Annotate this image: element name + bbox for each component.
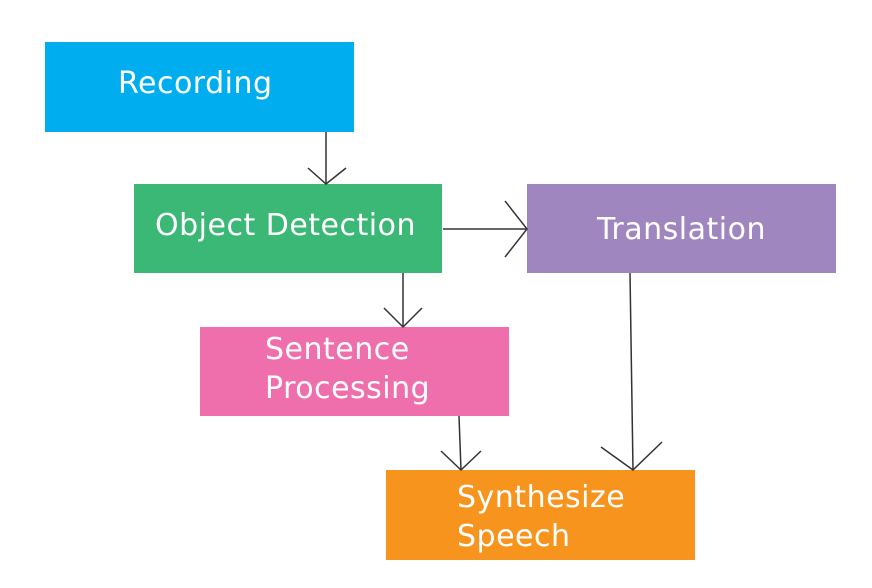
sentence-processing-node: Sentence Processing	[200, 327, 509, 416]
synthesize-speech-node: Synthesize Speech	[386, 470, 695, 560]
recording-label: Recording	[118, 66, 273, 101]
synthesize-speech-line-1: Synthesize	[457, 480, 626, 515]
object-detection-node: Object Detection	[134, 184, 442, 273]
recording-node: Recording	[45, 42, 354, 132]
arrow-sentence-to-speech	[440, 415, 482, 472]
sentence-processing-label: Sentence Processing	[265, 330, 430, 408]
sentence-processing-line-2: Processing	[265, 371, 431, 406]
arrow-recording-to-detection	[307, 132, 347, 185]
arrow-detection-to-sentence	[383, 273, 423, 329]
sentence-processing-line-1: Sentence	[265, 332, 410, 367]
object-detection-label: Object Detection	[155, 208, 416, 243]
synthesize-speech-line-2: Speech	[457, 519, 571, 554]
arrow-detection-to-translation	[443, 200, 528, 258]
translation-label: Translation	[597, 212, 766, 247]
translation-node: Translation	[527, 184, 836, 273]
synthesize-speech-label: Synthesize Speech	[457, 478, 625, 556]
arrow-translation-to-speech	[600, 272, 663, 471]
